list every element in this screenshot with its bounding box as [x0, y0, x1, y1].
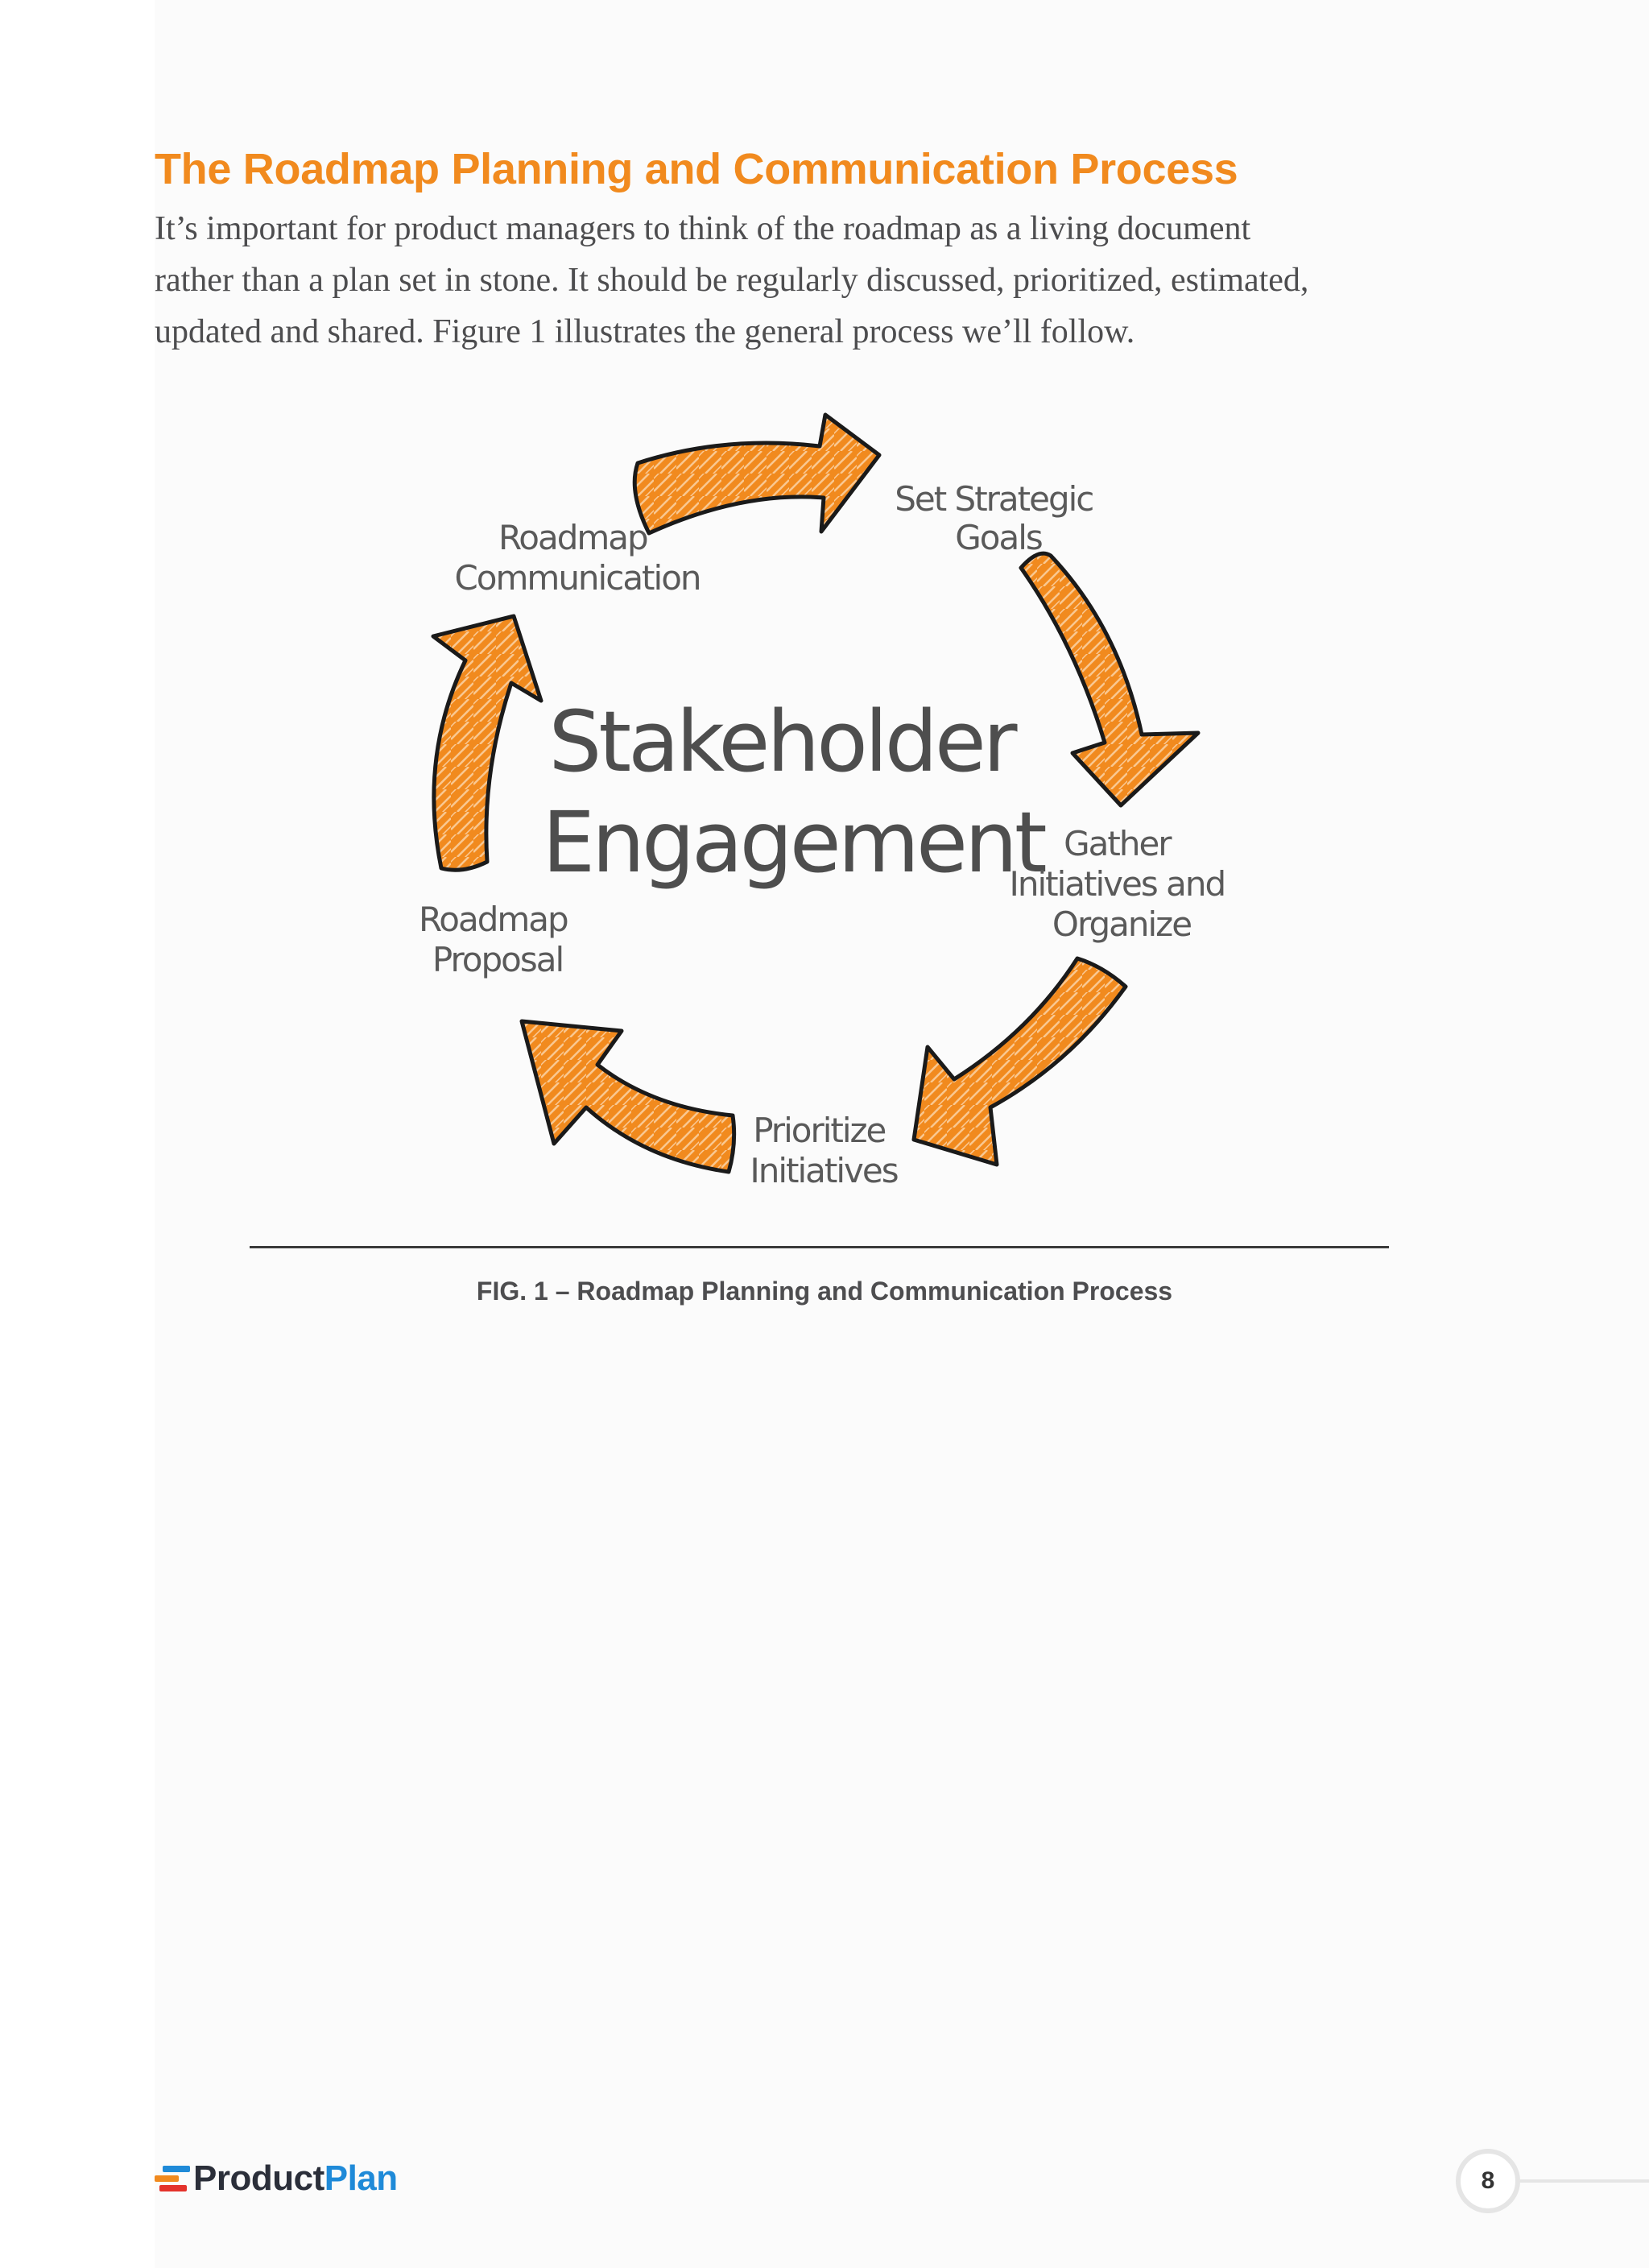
intro-paragraph: It’s important for product managers to t…	[155, 203, 1523, 358]
page-number: 8	[1456, 2149, 1520, 2213]
arrow-prioritize-to-proposal	[519, 1019, 737, 1174]
arrow-goals-to-gather	[1019, 551, 1201, 808]
logo-wordmark: ProductPlan	[193, 2158, 398, 2198]
intro-line: It’s important for product managers to t…	[155, 210, 1251, 247]
step-label-gather-initiatives: Gather Initiatives and Organize	[1010, 824, 1234, 944]
arrow-gather-to-prioritize	[911, 956, 1128, 1167]
arrow-proposal-to-communication	[431, 614, 543, 872]
arrow-communication-to-goals	[632, 412, 882, 536]
productplan-logo-icon	[155, 2162, 190, 2195]
step-label-roadmap-proposal: Roadmap Proposal	[419, 900, 577, 979]
intro-line: rather than a plan set in stone. It shou…	[155, 262, 1309, 299]
step-label-set-strategic-goals: Set Strategic Goals	[895, 479, 1102, 557]
step-label-prioritize-initiatives: Prioritize Initiatives	[750, 1111, 897, 1190]
intro-line: updated and shared. Figure 1 illustrates…	[155, 313, 1135, 350]
page-background	[155, 0, 1649, 2268]
center-label: Stakeholder Engagement	[542, 693, 1046, 892]
step-label-roadmap-communication: Roadmap Communication	[454, 518, 700, 598]
figure-caption: FIG. 1 – Roadmap Planning and Communicat…	[476, 1277, 1173, 1306]
section-heading: The Roadmap Planning and Communication P…	[155, 145, 1238, 193]
figure-divider	[250, 1246, 1389, 1248]
page-number-line	[1520, 2179, 1649, 2183]
productplan-logo: ProductPlan	[155, 2158, 398, 2199]
